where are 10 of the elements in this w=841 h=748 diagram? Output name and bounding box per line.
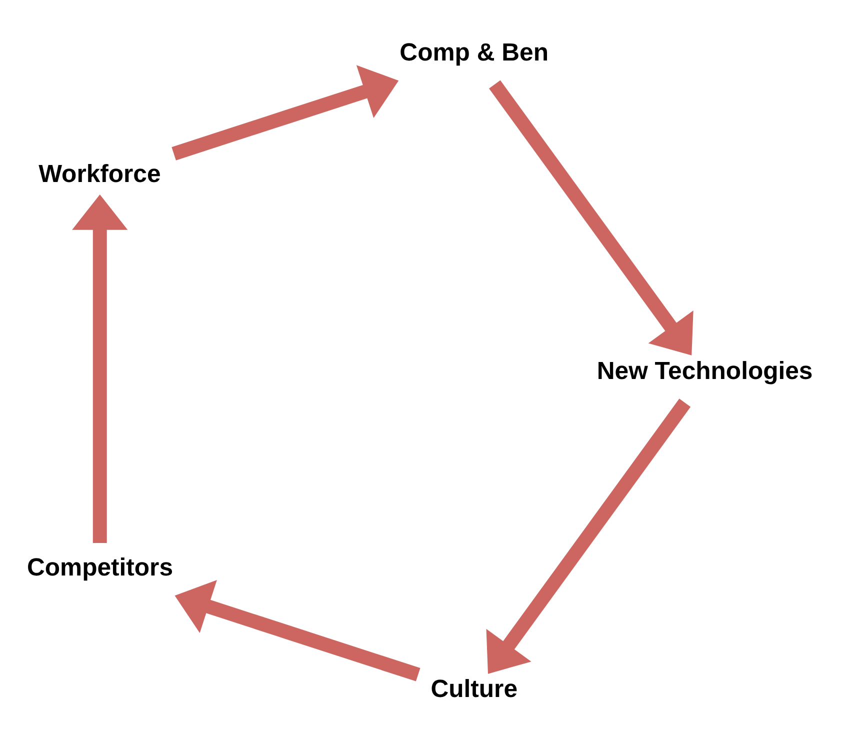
node-text: Competitors (26, 554, 174, 582)
arrow (489, 80, 694, 355)
arrow (486, 398, 691, 674)
node-text: Workforce (38, 160, 161, 188)
arrow (174, 580, 420, 681)
arrow (72, 194, 128, 542)
arrow (172, 64, 399, 160)
node-text: Culture (430, 676, 518, 703)
node-text: New Technologies (596, 357, 813, 384)
node-text: Comp & Ben (400, 38, 548, 66)
